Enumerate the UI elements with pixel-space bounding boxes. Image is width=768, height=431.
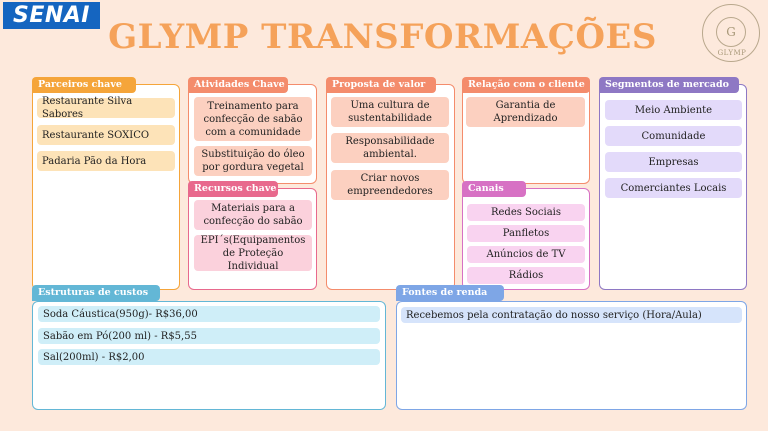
- recursos-header: Recursos chave: [188, 181, 278, 197]
- proposta-item-1: Uma cultura de sustentabilidade: [331, 97, 449, 127]
- segmentos-item-4: Comerciantes Locais: [605, 178, 742, 198]
- proposta-item-3: Criar novos empreendedores: [331, 170, 449, 200]
- relacao-header: Relação com o cliente: [462, 77, 590, 93]
- recursos-item-2: EPI´s(Equipamentos de Proteção Individua…: [194, 235, 312, 272]
- recursos-item-1: Materiais para a confecção do sabão: [194, 200, 312, 230]
- segmentos-header: Segmentos de mercado: [599, 77, 739, 93]
- parceiros-header: Parceiros chave: [32, 77, 136, 93]
- custos-header: Estruturas de custos: [32, 285, 160, 301]
- receita-header: Fontes de renda: [396, 285, 504, 301]
- parceiros-item-3: Padaria Pão da Hora: [37, 151, 175, 171]
- custos-item-1: Soda Cáustica(950g)- R$36,00: [38, 306, 380, 322]
- parceiros-item-2: Restaurante SOXICO: [37, 125, 175, 145]
- seal-letter: G: [716, 17, 746, 47]
- parceiros-block: [32, 84, 180, 290]
- segmentos-item-1: Meio Ambiente: [605, 100, 742, 120]
- custos-item-3: Sal(200ml) - R$2,00: [38, 349, 380, 365]
- proposta-item-2: Responsabilidade ambiental.: [331, 133, 449, 163]
- page-title: GLYMP TRANSFORMAÇÕES: [108, 17, 657, 57]
- relacao-item-1: Garantia de Aprendizado: [466, 97, 585, 127]
- canais-header: Canais: [462, 181, 526, 197]
- atividades-header: Atividades Chave: [188, 77, 288, 93]
- canais-item-3: Anúncios de TV: [467, 246, 585, 263]
- canais-item-1: Redes Sociais: [467, 204, 585, 221]
- canais-item-4: Rádios: [467, 267, 585, 284]
- proposta-header: Proposta de valor: [326, 77, 436, 93]
- atividades-item-1: Treinamento para confecção de sabão com …: [194, 97, 312, 141]
- receita-item-1: Recebemos pela contratação do nosso serv…: [401, 307, 742, 323]
- canais-item-2: Panfletos: [467, 225, 585, 242]
- senai-logo: SENAI: [3, 2, 100, 29]
- segmentos-item-2: Comunidade: [605, 126, 742, 146]
- seal-text: GLYMP: [717, 49, 747, 57]
- atividades-item-2: Substituição do óleo por gordura vegetal: [194, 146, 312, 176]
- glymp-seal-logo: G GLYMP: [702, 4, 760, 62]
- segmentos-item-3: Empresas: [605, 152, 742, 172]
- custos-item-2: Sabão em Pó(200 ml) - R$5,55: [38, 328, 380, 344]
- parceiros-item-1: Restaurante Silva Sabores: [37, 96, 175, 120]
